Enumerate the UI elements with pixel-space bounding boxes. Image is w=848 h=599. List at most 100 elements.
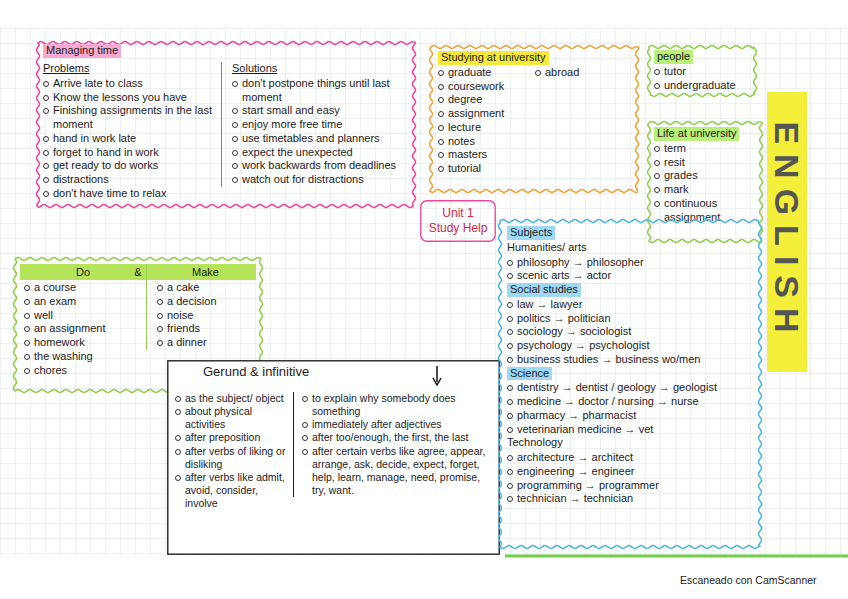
- list-item: after verbs of liking or disliking: [185, 445, 289, 471]
- heading: Gerund & infinitive: [203, 364, 309, 380]
- bullet-dot: [175, 396, 181, 402]
- list-row: technician → technician: [507, 492, 755, 506]
- heading: Problems: [43, 62, 89, 76]
- bullet-dot: [507, 329, 513, 335]
- list-row: Solutions: [232, 62, 405, 76]
- list-item: don't postpone things until last moment: [242, 77, 405, 105]
- bullet-dot: [24, 299, 30, 305]
- list-item: after too/enough, the first, the last: [312, 431, 468, 444]
- heading: people: [654, 50, 693, 64]
- bullet-dot: [43, 150, 49, 156]
- list-item: tutorial: [448, 162, 481, 176]
- wavy-border: [648, 46, 757, 97]
- list-item: a dinner: [167, 336, 207, 350]
- bullet-dot: [43, 95, 49, 101]
- list-row: dentistry → dentist / geology → geologis…: [507, 381, 755, 395]
- bullet-dot: [232, 81, 238, 87]
- list-row: Social studies: [507, 283, 755, 297]
- list-row: abroad: [535, 66, 632, 80]
- list-item: notes: [448, 135, 475, 149]
- list-row: business studies → business wo/men: [507, 353, 755, 367]
- heading: Unit 1 Study Help: [426, 206, 490, 236]
- list-item: continuous assignment: [664, 197, 758, 225]
- bullet-dot: [43, 108, 49, 114]
- list-row: Do: [24, 264, 142, 280]
- list-row: Know the lessons you have: [43, 91, 217, 105]
- box-body: as the subject/ objectabout physical act…: [175, 392, 289, 510]
- heading: Life at university: [654, 127, 739, 141]
- list-item: dentistry → dentist / geology → geologis…: [517, 381, 717, 395]
- list-item: technician → technician: [517, 492, 633, 506]
- wavy-border: [499, 220, 762, 549]
- heading: Social studies: [507, 283, 581, 297]
- list-item: scenic arts → actor: [517, 269, 611, 283]
- bullet-dot: [43, 81, 49, 87]
- list-columns: graduatecourseworkdegreeassignmentlectur…: [438, 66, 632, 176]
- scan-footer: Escaneado con CamScanner: [680, 574, 817, 586]
- box-border: [421, 201, 495, 241]
- list-row: Life at university: [654, 127, 758, 141]
- bullet-dot: [302, 449, 308, 455]
- list-row: Subjects: [507, 226, 755, 240]
- bullet-dot: [43, 177, 49, 183]
- list-item: to explain why somebody does something: [312, 392, 491, 418]
- vertical-title: ENGLISH: [767, 92, 807, 372]
- heading: Studying at university: [438, 51, 549, 65]
- bullet-dot: [232, 136, 238, 142]
- list-column: as the subject/ objectabout physical act…: [171, 392, 293, 510]
- heading: Technology: [507, 436, 563, 450]
- list-row: watch out for distractions: [232, 173, 405, 187]
- list-row: Humanities/ arts: [507, 241, 755, 255]
- box-body: Gerund & infinitive: [173, 364, 494, 380]
- list-row: forget to hand in work: [43, 146, 217, 160]
- list-row: coursework: [438, 80, 535, 94]
- list-item: watch out for distractions: [242, 173, 364, 187]
- bullet-dot: [24, 313, 30, 319]
- list-row: Studying at university: [438, 51, 632, 65]
- list-item: hand in work late: [53, 132, 136, 146]
- list-item: coursework: [448, 80, 504, 94]
- list-row: to explain why somebody does something: [302, 392, 491, 418]
- bullet-dot: [157, 326, 163, 332]
- bullet-dot: [302, 396, 308, 402]
- bullet-dot: [438, 70, 444, 76]
- list-item: chores: [34, 364, 67, 378]
- list-row: use timetables and planners: [232, 132, 405, 146]
- list-row: notes: [438, 135, 535, 149]
- list-row: Make: [157, 264, 254, 280]
- list-item: programming → programmer: [517, 479, 659, 493]
- list-row: noise: [157, 309, 254, 323]
- list-row: mark: [654, 183, 758, 197]
- wavy-border: [648, 122, 763, 243]
- list-row: Arrive late to class: [43, 77, 217, 91]
- list-item: sociology → sociologist: [517, 325, 631, 339]
- list-item: well: [34, 309, 53, 323]
- bullet-dot: [507, 413, 513, 419]
- bullet-dot: [507, 496, 513, 502]
- list-row: about physical activities: [175, 405, 289, 431]
- list-row: continuous assignment: [654, 197, 758, 225]
- list-row: Gerund & infinitive: [203, 364, 494, 380]
- list-row: undergraduate: [654, 79, 752, 93]
- bullet-dot: [507, 273, 513, 279]
- bullet-dot: [654, 146, 660, 152]
- topic-box: SubjectsHumanities/ artsphilosophy → phi…: [497, 218, 763, 550]
- box-body: peopletutorundergraduate: [654, 50, 752, 92]
- list-item: business studies → business wo/men: [517, 353, 700, 367]
- list-row: enjoy more free time: [232, 118, 405, 132]
- list-item: distractions: [53, 173, 109, 187]
- bullet-dot: [232, 163, 238, 169]
- list-row: tutor: [654, 65, 752, 79]
- list-item: a cake: [167, 281, 199, 295]
- list-row: assignment: [438, 107, 535, 121]
- bullet-dot: [438, 152, 444, 158]
- list-row: start small and easy: [232, 104, 405, 118]
- list-row: Finishing assignments in the last moment: [43, 104, 217, 132]
- bullet-dot: [157, 299, 163, 305]
- bullet-dot: [157, 313, 163, 319]
- list-item: an exam: [34, 295, 76, 309]
- bullet-dot: [43, 136, 49, 142]
- list-row: after too/enough, the first, the last: [302, 431, 491, 444]
- list-row: tutorial: [438, 162, 535, 176]
- heading: Do: [76, 264, 90, 280]
